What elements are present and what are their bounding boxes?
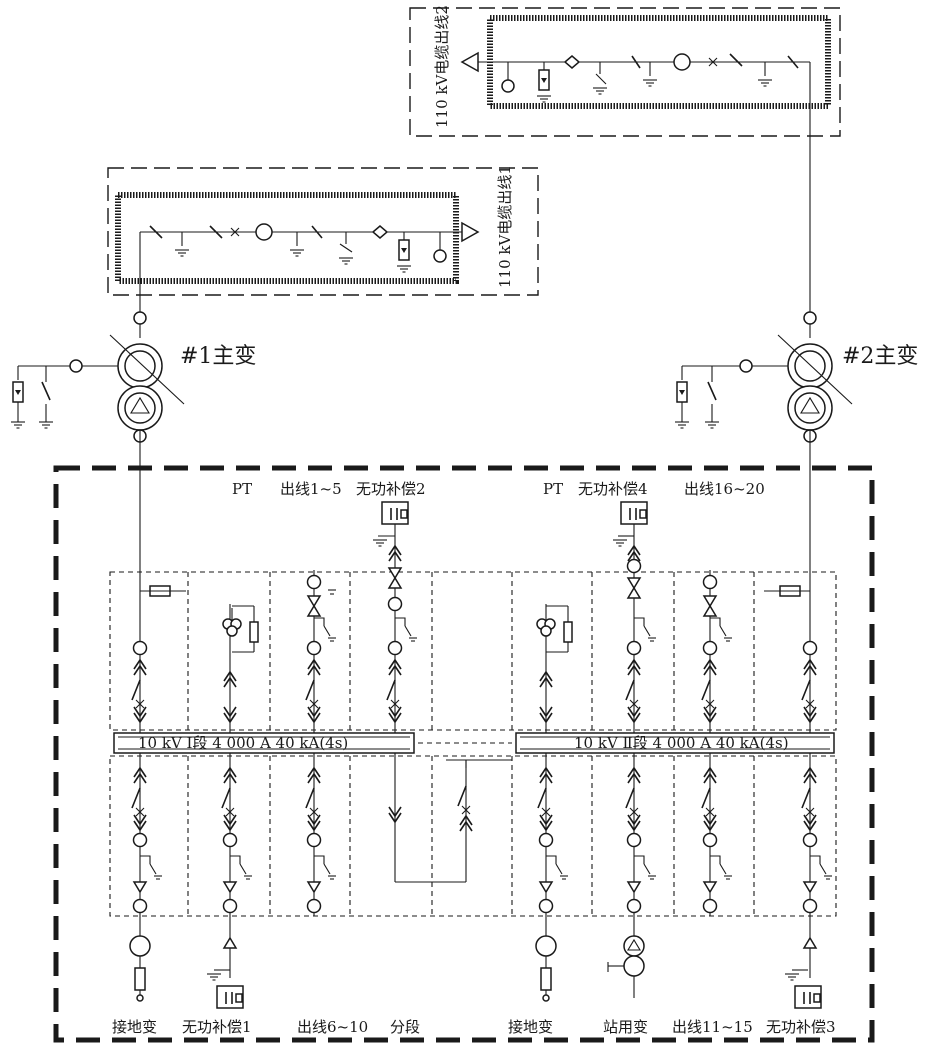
compensation-2-label: 无功补偿2: [356, 480, 426, 498]
cable-outlet-2-frame: [409, 7, 841, 137]
earthing-right-label: 接地变: [508, 1018, 553, 1036]
pt-right-label: PT: [543, 480, 563, 498]
outgoing-16-20-label: 出线16~20: [684, 480, 765, 498]
upper-cubicle-grid: [109, 571, 837, 731]
outgoing-1-5-label: 出线1~5: [280, 480, 342, 498]
upper-bay-pt-left: [222, 604, 259, 733]
lower-bay-compensation-1: [206, 753, 253, 1009]
upper-bay-compensation-2: [372, 501, 418, 733]
bus-section-1: 10 kV Ⅰ段 4 000 A 40 kA(4s): [113, 732, 415, 754]
bus-section-2: 10 kV Ⅱ段 4 000 A 40 kA(4s): [515, 732, 835, 754]
upper-bay-incomer-1: [131, 442, 186, 733]
earthing-left-label: 接地变: [112, 1018, 157, 1036]
lower-bay-station-transformer: [607, 753, 657, 998]
switchgear-room-frame: [53, 465, 875, 1043]
station-transformer-label: 站用变: [603, 1018, 648, 1036]
lower-bay-earthing-left: [129, 753, 163, 1002]
cable-terminal-icon-2: [460, 51, 479, 73]
compensation-3-label: 无功补偿3: [766, 1018, 836, 1036]
pt-left-label: PT: [232, 480, 252, 498]
upper-bay-incomer-2: [764, 442, 818, 733]
cable-outlet-1-label: 110 kV电缆出线1: [496, 165, 514, 288]
outgoing-6-10-label: 出线6~10: [297, 1018, 368, 1036]
compensation-4-label: 无功补偿4: [578, 480, 648, 498]
upper-bay-outgoing-1-5: [305, 570, 337, 733]
lower-cubicle-grid: [109, 755, 837, 917]
lower-bay-compensation-3: [784, 753, 833, 1009]
transformer-2-label: #2主变: [842, 344, 918, 369]
transformer-2: #2主变: [674, 311, 918, 443]
lower-bay-outgoing-11-15: [701, 753, 733, 916]
cable-outlet-1-group: 110 kV电缆出线1: [107, 165, 539, 312]
transformer-1-label: #1主变: [180, 344, 256, 369]
cable-outlet-2-label: 110 kV电缆出线2: [433, 5, 451, 128]
cable-outlet-1-frame: [107, 167, 539, 296]
outgoing-11-15-label: 出线11~15: [672, 1018, 753, 1036]
bus-section-2-label: 10 kV Ⅱ段 4 000 A 40 kA(4s): [574, 734, 789, 752]
lower-bay-outgoing-6-10: [305, 753, 337, 916]
bus-section-1-label: 10 kV Ⅰ段 4 000 A 40 kA(4s): [138, 734, 348, 752]
transformer-1: #1主变: [10, 311, 256, 443]
compensation-1-label: 无功补偿1: [182, 1018, 252, 1036]
upper-bay-pt-right: [536, 604, 573, 733]
cable-terminal-icon-1: [461, 221, 480, 243]
lower-bay-sectionalizer: [388, 753, 512, 883]
upper-bay-compensation-4: [612, 501, 657, 733]
cable-outlet-2-group: 110 kV电缆出线2: [409, 5, 841, 312]
upper-bay-outgoing-16-20: [701, 570, 733, 733]
lower-bay-earthing-right: [535, 753, 569, 1002]
sectionalizer-label: 分段: [390, 1018, 420, 1036]
gis-bay-1: [115, 192, 459, 284]
